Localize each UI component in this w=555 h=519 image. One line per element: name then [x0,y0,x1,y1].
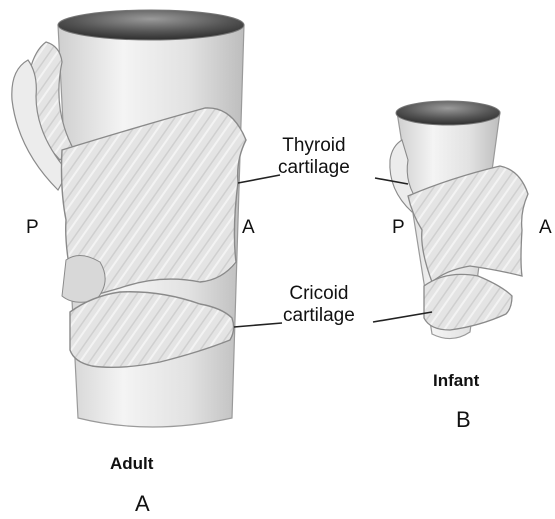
adult-anterior-label: A [242,217,255,239]
cricoid-leader-infant [373,312,432,322]
thyroid-label-line2: cartilage [278,157,350,179]
infant-caption: Infant [433,371,479,391]
adult-lumen [58,10,244,40]
infant-larynx [390,101,528,339]
infant-anterior-label: A [539,217,552,239]
adult-inferior-horn [62,255,105,302]
panel-b-label: B [456,407,471,432]
thyroid-label-line1: Thyroid [278,135,350,157]
thyroid-cartilage-label: Thyroid cartilage [278,135,350,179]
infant-cricoid-cartilage [424,274,512,330]
infant-lumen [396,101,500,125]
cricoid-label-line1: Cricoid [283,283,355,305]
cricoid-cartilage-label: Cricoid cartilage [283,283,355,327]
panel-a-label: A [135,491,150,516]
cricoid-leader-adult [234,323,282,327]
adult-larynx [12,10,246,427]
adult-posterior-label: P [26,217,39,239]
cricoid-label-line2: cartilage [283,305,355,327]
infant-posterior-label: P [392,217,405,239]
thyroid-leader-adult [238,175,280,183]
adult-caption: Adult [110,454,153,474]
